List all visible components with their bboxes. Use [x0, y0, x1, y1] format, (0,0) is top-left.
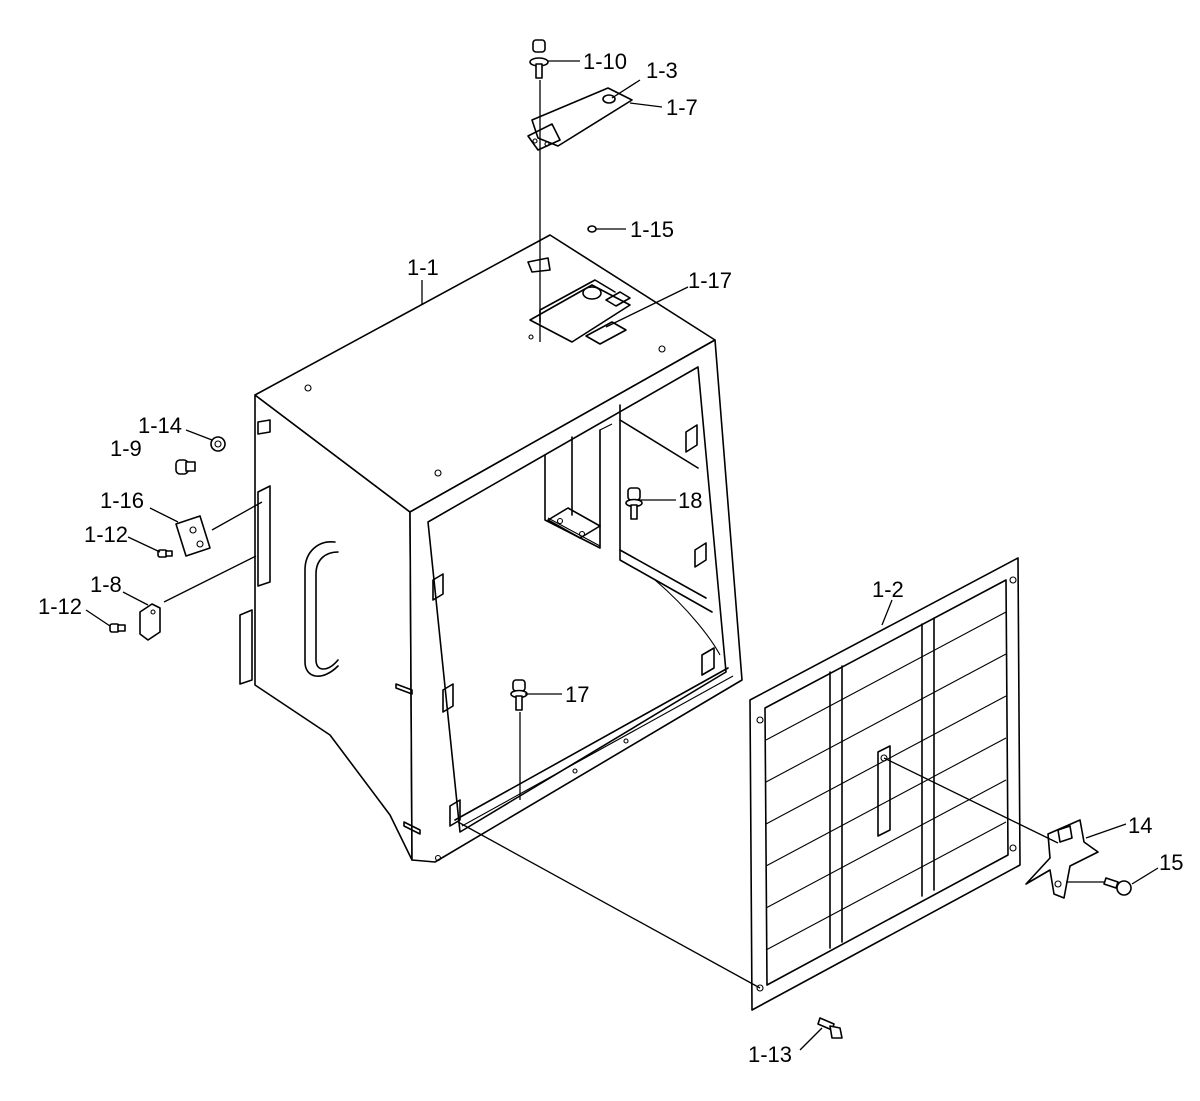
callout-1-14: 1-14 — [138, 413, 182, 438]
callout-1-16: 1-16 — [100, 488, 144, 513]
callout-1-10: 1-10 — [583, 49, 627, 74]
small-screw-upper-part — [157, 549, 173, 558]
roof-grommet-part — [587, 225, 597, 233]
callout-14: 14 — [1128, 813, 1152, 838]
bottom-bolt-part — [817, 1017, 843, 1039]
side-nut-part — [210, 436, 226, 452]
callout-1-7: 1-7 — [666, 95, 698, 120]
callout-1-13: 1-13 — [748, 1042, 792, 1067]
callout-labels: 1-10 1-3 1-7 1-15 1-1 1-17 1-14 1-9 1-16… — [38, 49, 1183, 1067]
cabin-body-part — [239, 234, 743, 863]
side-latch-plate-part — [175, 515, 211, 557]
callout-1-1: 1-1 — [407, 255, 439, 280]
leader-lines — [85, 60, 1159, 1051]
callout-1-12-upper: 1-12 — [84, 522, 128, 547]
callout-1-2: 1-2 — [872, 577, 904, 602]
grille-panel-part — [749, 557, 1021, 1011]
top-bolt-part — [529, 39, 549, 342]
side-bracket-part — [139, 603, 161, 641]
callout-1-15: 1-15 — [630, 217, 674, 242]
callout-1-3: 1-3 — [646, 58, 678, 83]
callout-1-12-lower: 1-12 — [38, 594, 82, 619]
callout-1-9: 1-9 — [110, 436, 142, 461]
callout-1-8: 1-8 — [90, 572, 122, 597]
roof-cover-part — [527, 87, 633, 151]
floor-bolt-17-part — [510, 679, 528, 800]
callout-1-17: 1-17 — [688, 268, 732, 293]
side-knob-part — [175, 459, 196, 475]
callout-18: 18 — [678, 488, 702, 513]
small-screw-lower-part — [109, 623, 126, 633]
panel-bracket-part — [1025, 819, 1099, 899]
callout-15: 15 — [1159, 850, 1183, 875]
panel-screw-part — [1103, 877, 1132, 896]
inner-bolt-18-part — [625, 487, 643, 520]
callout-17: 17 — [565, 682, 589, 707]
